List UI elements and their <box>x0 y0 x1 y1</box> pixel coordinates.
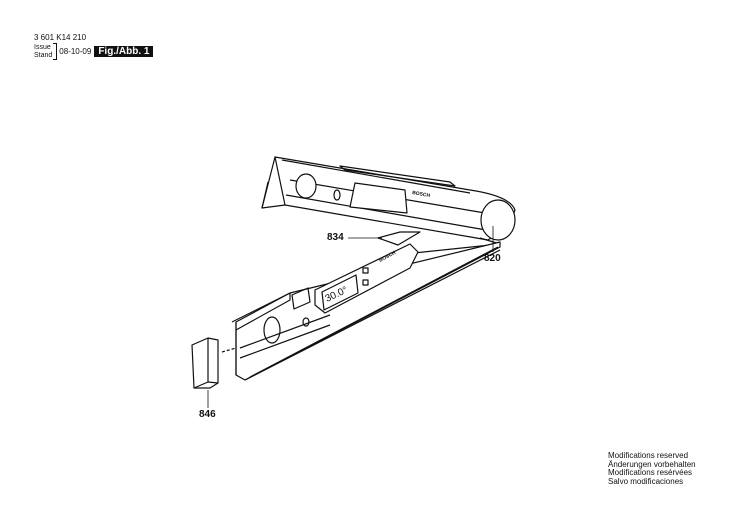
note-de: Änderungen vorbehalten <box>608 459 696 469</box>
upper-arm-window <box>349 182 408 214</box>
end-cap-846 <box>191 337 237 389</box>
stand-label: Stand <box>34 51 53 59</box>
lower-arm: 30.0° BOSCH <box>231 231 501 381</box>
part-834 <box>377 231 421 246</box>
part-number: 3 601 K14 210 <box>34 33 87 42</box>
issue-date: 08-10-09 <box>59 47 92 56</box>
upper-arm: BOSCH <box>261 156 516 256</box>
vial-bubble <box>263 316 281 344</box>
modification-notes: Modifications reserved Änderungen vorbeh… <box>608 451 696 486</box>
button-top <box>362 267 369 274</box>
issue-block: Issue Stand 08-10-09 Fig./Abb. 1 <box>34 43 154 60</box>
lcd-display <box>321 274 359 311</box>
callout-846: 846 <box>199 409 216 420</box>
upper-brand: BOSCH <box>412 190 431 199</box>
figure-label: Fig./Abb. 1 <box>94 46 154 57</box>
callout-820: 820 <box>484 253 501 264</box>
note-fr: Modifications resérvées <box>608 468 693 477</box>
note-en: Modifications reserved <box>608 451 689 460</box>
issue-labels: Issue Stand <box>34 44 52 60</box>
note-es: Salvo modificaciones <box>608 476 684 486</box>
pivot-cap-820 <box>480 199 516 241</box>
callout-834: 834 <box>327 232 344 243</box>
leader-lines <box>207 226 494 408</box>
button-bottom <box>362 279 369 286</box>
upper-arm-knob <box>295 173 317 199</box>
issue-label: Issue <box>34 43 51 51</box>
bracket-divider <box>53 43 58 60</box>
hinge-lock <box>291 287 311 310</box>
